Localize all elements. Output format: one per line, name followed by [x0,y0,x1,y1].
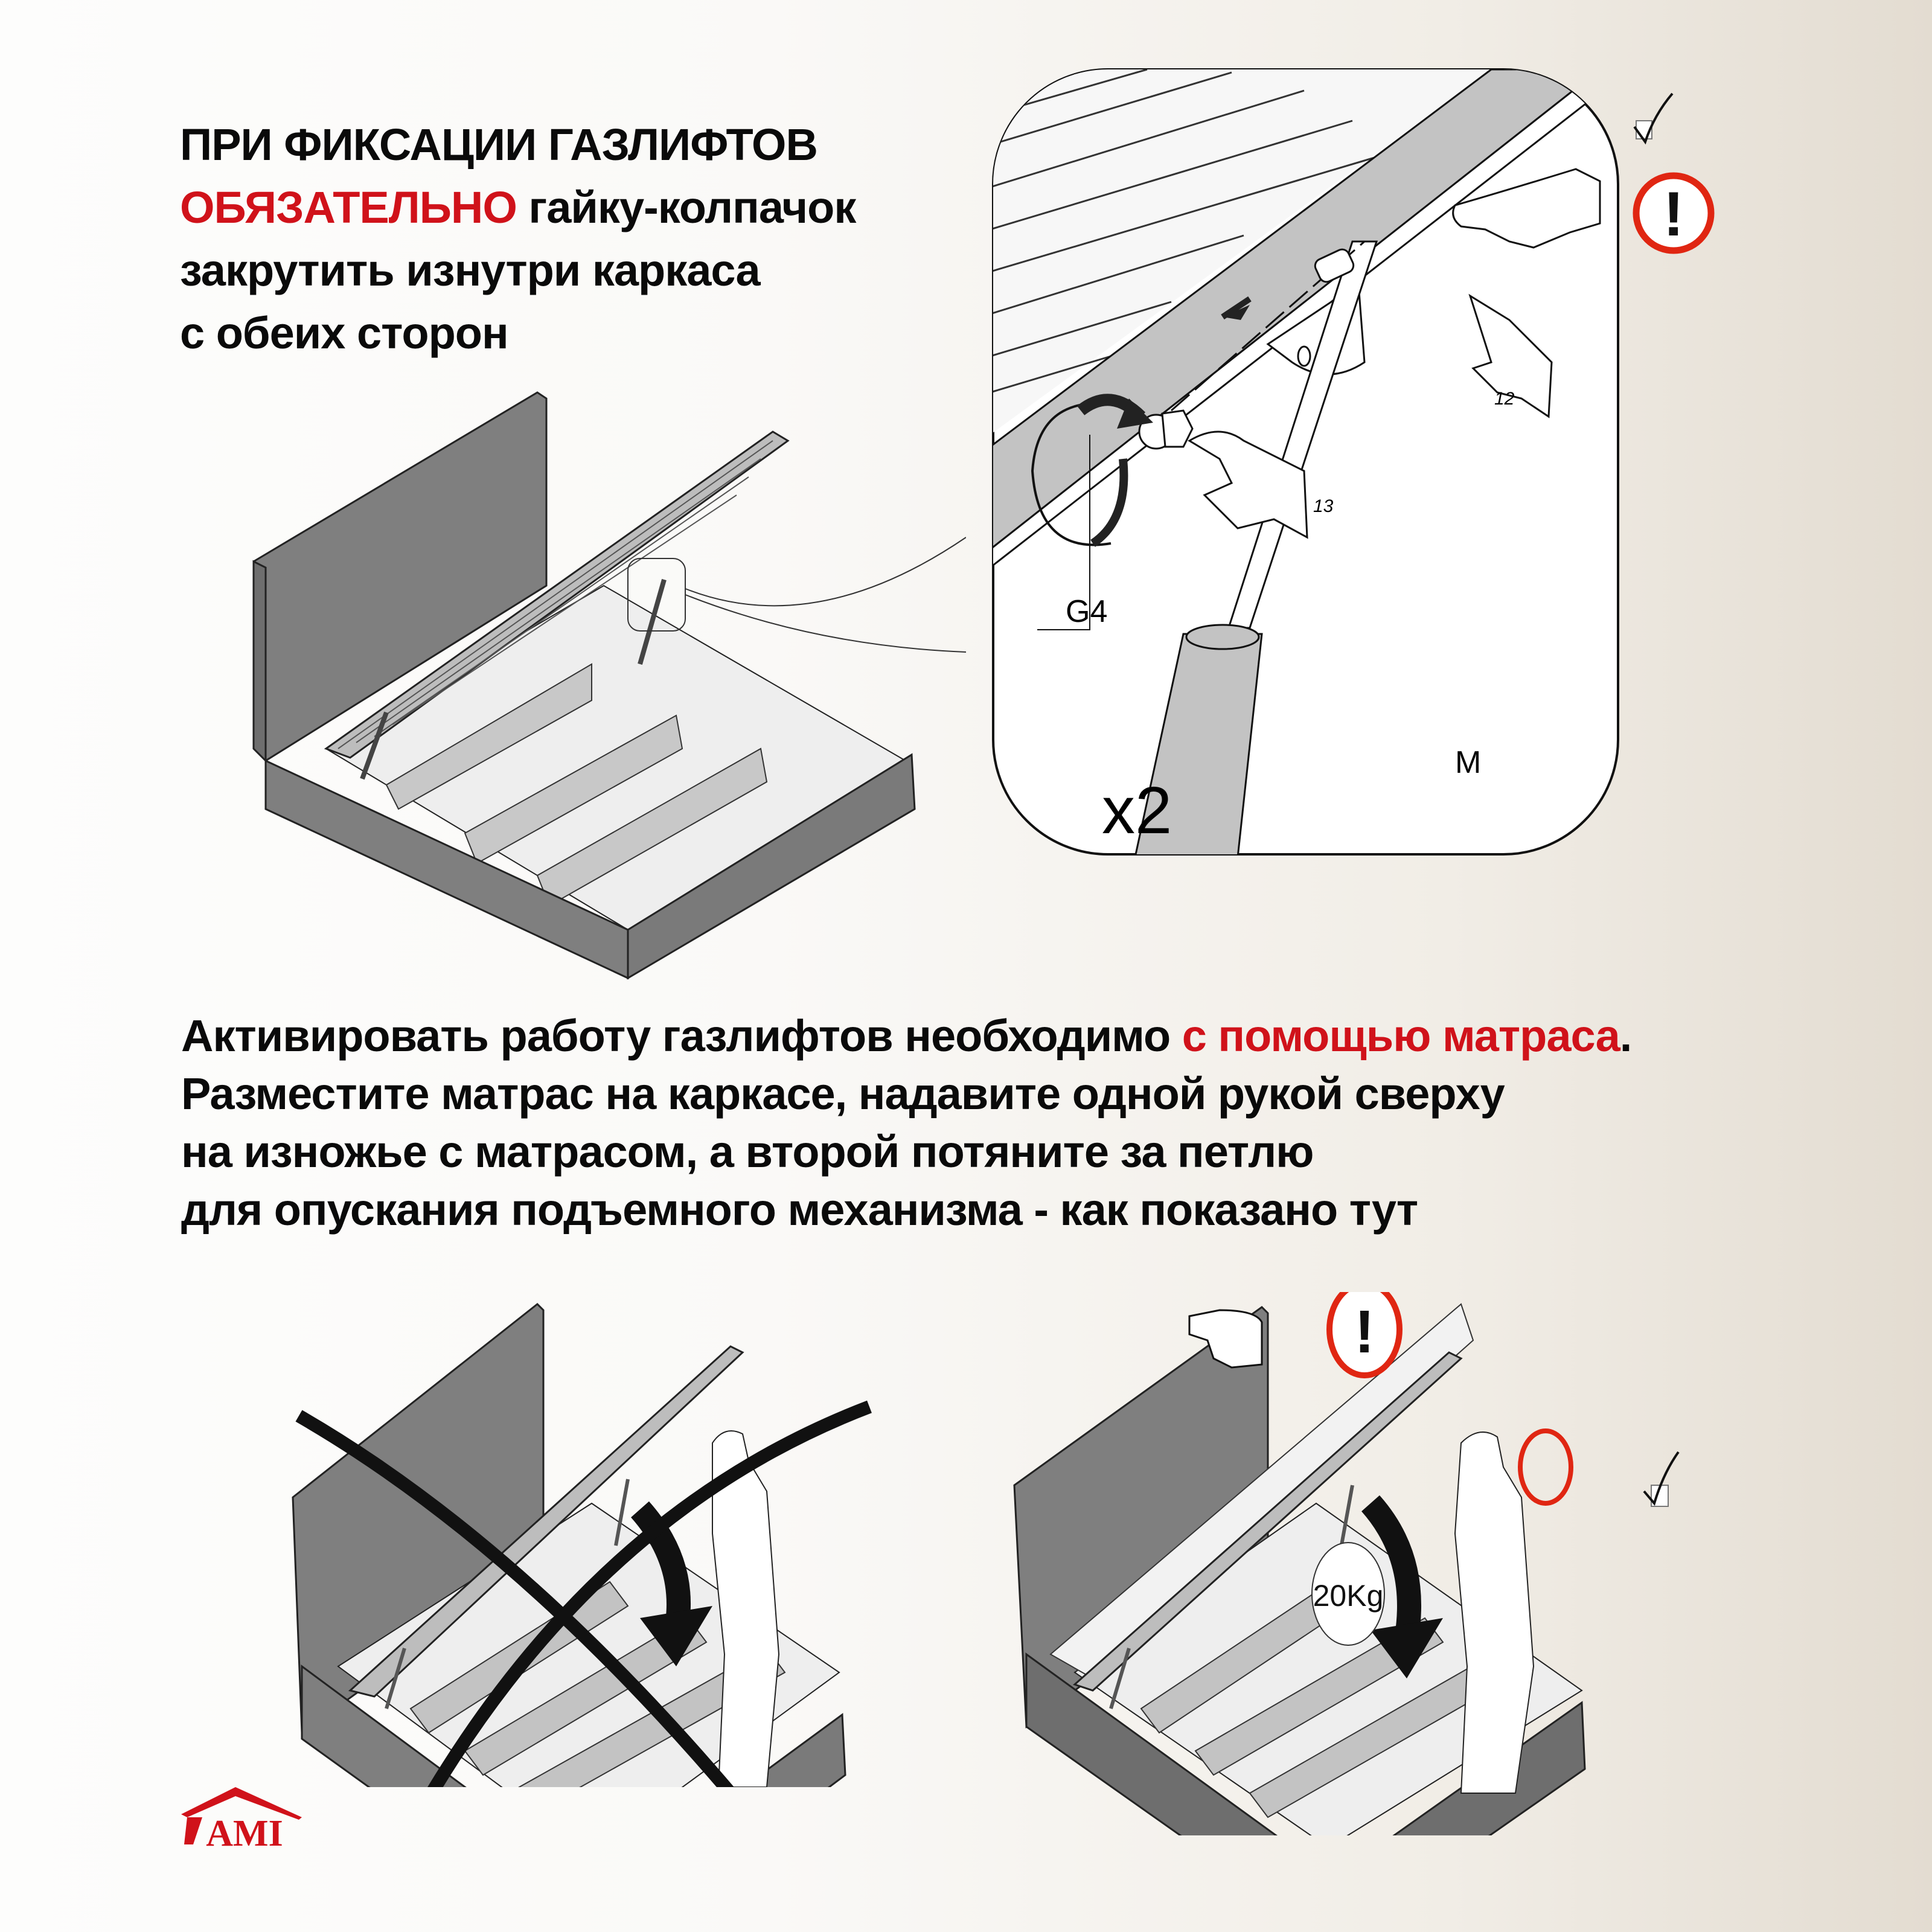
instruction-line-1-start: Активировать работу газлифтов необходимо [181,1011,1182,1061]
heading-line-2: ОБЯЗАТЕЛЬНО гайку-колпачок [180,176,856,239]
svg-text:20Kg: 20Kg [1313,1579,1384,1613]
warning-icon: ! [1633,172,1715,254]
bed-open-illustration [242,386,966,990]
instruction-line-4: для опускания подъемного механизма - как… [181,1185,1418,1235]
instruction-emphasis: с помощью матраса [1182,1011,1620,1061]
instruction-line-3: на изножье с матрасом, а второй потяните… [181,1127,1314,1177]
svg-text:!: ! [1354,1298,1374,1366]
wrench-13-label: 13 [1313,496,1334,516]
heading-line-2-rest: гайку-колпачок [516,182,856,232]
person-figure [712,1430,780,1787]
warning-icon: ! [1326,1292,1403,1378]
incorrect-example [266,1292,942,1787]
check-icon [1633,92,1674,145]
gaslift-label-m: M [1455,745,1481,780]
ami-logo: AMI [175,1769,314,1854]
quantity-label: x2 [1102,773,1172,848]
logo-text: AMI [206,1813,283,1854]
pointing-hand-icon [1188,1309,1263,1369]
heading-line-3: закрутить изнутри каркаса [180,245,761,295]
heading-line-4: с обеих сторон [180,308,509,358]
person-figure [1454,1431,1535,1794]
instruction-line-1-end: . [1619,1011,1633,1061]
heading-line-1: ПРИ ФИКСАЦИИ ГАЗЛИФТОВ [180,120,818,170]
part-label-g4: G4 [1066,594,1107,629]
gaslift-fixing-heading: ПРИ ФИКСАЦИИ ГАЗЛИФТОВ ОБЯЗАТЕЛЬНО гайку… [180,114,856,365]
instruction-line-2: Разместите матрас на каркасе, надавите о… [181,1069,1505,1119]
instruction-line-1: Активировать работу газлифтов необходимо… [181,1007,1633,1065]
correct-example: 20Kg ! [1002,1292,1727,1835]
cross-out-icon [295,1400,872,1787]
highlight-ring [1518,1428,1573,1506]
check-icon [1643,1451,1680,1507]
heading-emphasis: ОБЯЗАТЕЛЬНО [180,182,517,232]
wrench-12-label: 12 [1494,389,1515,409]
pointing-hand-icon [1452,168,1601,249]
svg-text:!: ! [1663,179,1684,249]
gaslift-detail-view: G4 M x2 13 12 ! [990,24,1763,857]
weight-badge: 20Kg [1311,1542,1385,1646]
activation-instructions: Активировать работу газлифтов необходимо… [181,1007,1633,1239]
